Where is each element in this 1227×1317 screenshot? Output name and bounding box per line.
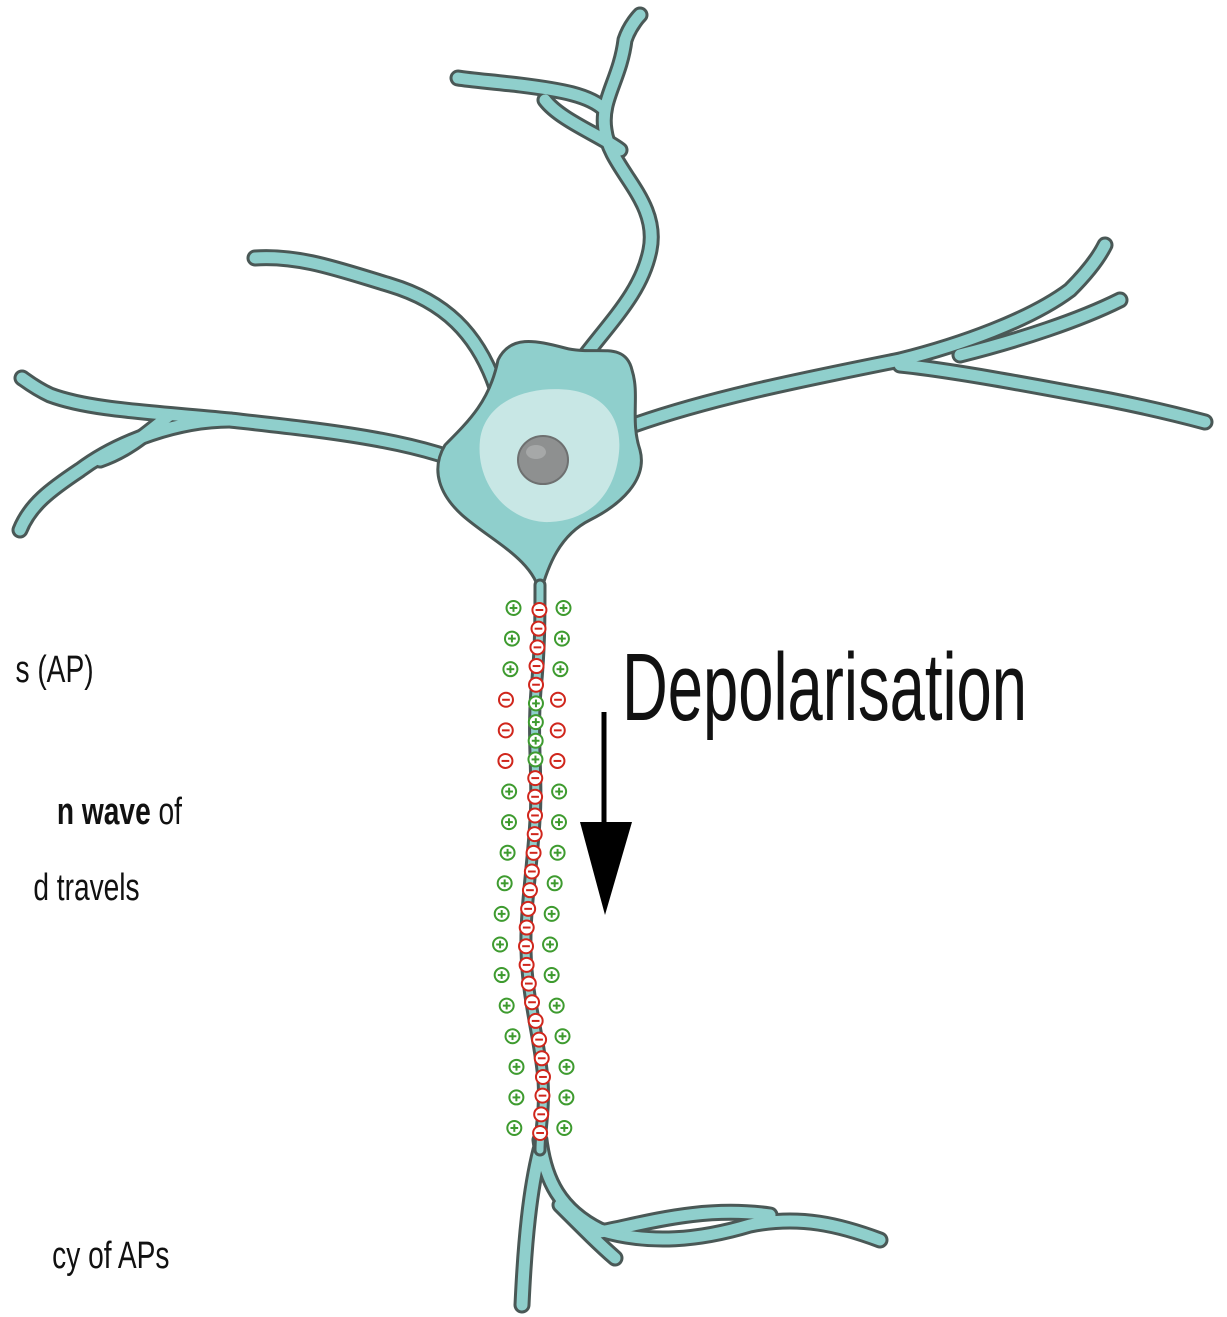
side-text-line-2: n wave of (57, 793, 182, 831)
outer-positive-charge (495, 907, 509, 921)
outer-positive-charge (557, 1121, 571, 1135)
axon-charges (519, 603, 550, 1140)
outer-positive-charge (560, 1060, 574, 1074)
outer-negative-charge (498, 754, 512, 768)
outer-positive-charge (493, 937, 507, 951)
outer-positive-charge (555, 632, 569, 646)
outer-positive-charge (502, 785, 516, 799)
axon-negative-charge (532, 603, 546, 617)
axon-positive-charge (529, 715, 543, 729)
axon-negative-charge (523, 883, 537, 897)
outer-positive-charge (545, 907, 559, 921)
outer-negative-charge (550, 754, 564, 768)
axon-negative-charge (529, 678, 543, 692)
outer-positive-charge (505, 632, 519, 646)
axon-negative-charge (530, 640, 544, 654)
axon-negative-charge (519, 939, 533, 953)
axon-negative-charge (521, 902, 535, 916)
side-text-line-3: d travels (34, 869, 140, 907)
outer-negative-charge (499, 693, 513, 707)
outer-positive-charge (552, 785, 566, 799)
outer-positive-charge (548, 876, 562, 890)
outer-positive-charge (545, 968, 559, 982)
axon-negative-charge (535, 1051, 549, 1065)
outer-positive-charge (501, 846, 515, 860)
outer-positive-charge (550, 999, 564, 1013)
axon-negative-charge (531, 622, 545, 636)
axon-negative-charge (528, 827, 542, 841)
dendrites (20, 15, 1205, 1305)
nucleus (518, 436, 568, 484)
axon-negative-charge (528, 808, 542, 822)
side-text-line-2-bold: n wave (57, 791, 151, 833)
outer-positive-charge (507, 1121, 521, 1135)
axon-negative-charge (528, 790, 542, 804)
axon-negative-charge (530, 659, 544, 673)
down-arrow-icon (580, 712, 632, 915)
outer-positive-charge (500, 999, 514, 1013)
outer-positive-charge (507, 601, 521, 615)
outer-positive-charge (556, 1029, 570, 1043)
outer-positive-charge (495, 968, 509, 982)
outer-positive-charge (509, 1090, 523, 1104)
axon-negative-charge (528, 771, 542, 785)
outer-positive-charge (510, 1060, 524, 1074)
axon-negative-charge (520, 958, 534, 972)
outer-positive-charge (551, 846, 565, 860)
outer-charges-left (493, 601, 523, 1135)
axon-negative-charge (527, 846, 541, 860)
axon-negative-charge (535, 1089, 549, 1103)
axon-negative-charge (520, 921, 534, 935)
outer-negative-charge (551, 723, 565, 737)
axon-positive-charge (529, 734, 543, 748)
axon-negative-charge (533, 1126, 547, 1140)
depolarisation-label: Depolarisation (622, 640, 1027, 736)
outer-positive-charge (557, 601, 571, 615)
outer-positive-charge (502, 815, 516, 829)
outer-positive-charge (543, 937, 557, 951)
axon-negative-charge (532, 1033, 546, 1047)
outer-positive-charge (553, 662, 567, 676)
outer-positive-charge (506, 1029, 520, 1043)
outer-positive-charge (559, 1090, 573, 1104)
axon-negative-charge (525, 995, 539, 1009)
outer-negative-charge (499, 723, 513, 737)
axon-negative-charge (529, 1014, 543, 1028)
outer-positive-charge (552, 815, 566, 829)
side-text-line-2-rest: of (151, 791, 182, 833)
axon-negative-charge (522, 977, 536, 991)
axon-positive-charge (529, 696, 543, 710)
axon-negative-charge (534, 1107, 548, 1121)
outer-positive-charge (503, 662, 517, 676)
axon-positive-charge (528, 752, 542, 766)
outer-negative-charge (551, 693, 565, 707)
side-text-line-1: s (AP) (16, 651, 94, 689)
side-text-line-4: cy of APs (52, 1237, 169, 1275)
axon-negative-charge (525, 865, 539, 879)
outer-positive-charge (498, 876, 512, 890)
axon-negative-charge (536, 1070, 550, 1084)
